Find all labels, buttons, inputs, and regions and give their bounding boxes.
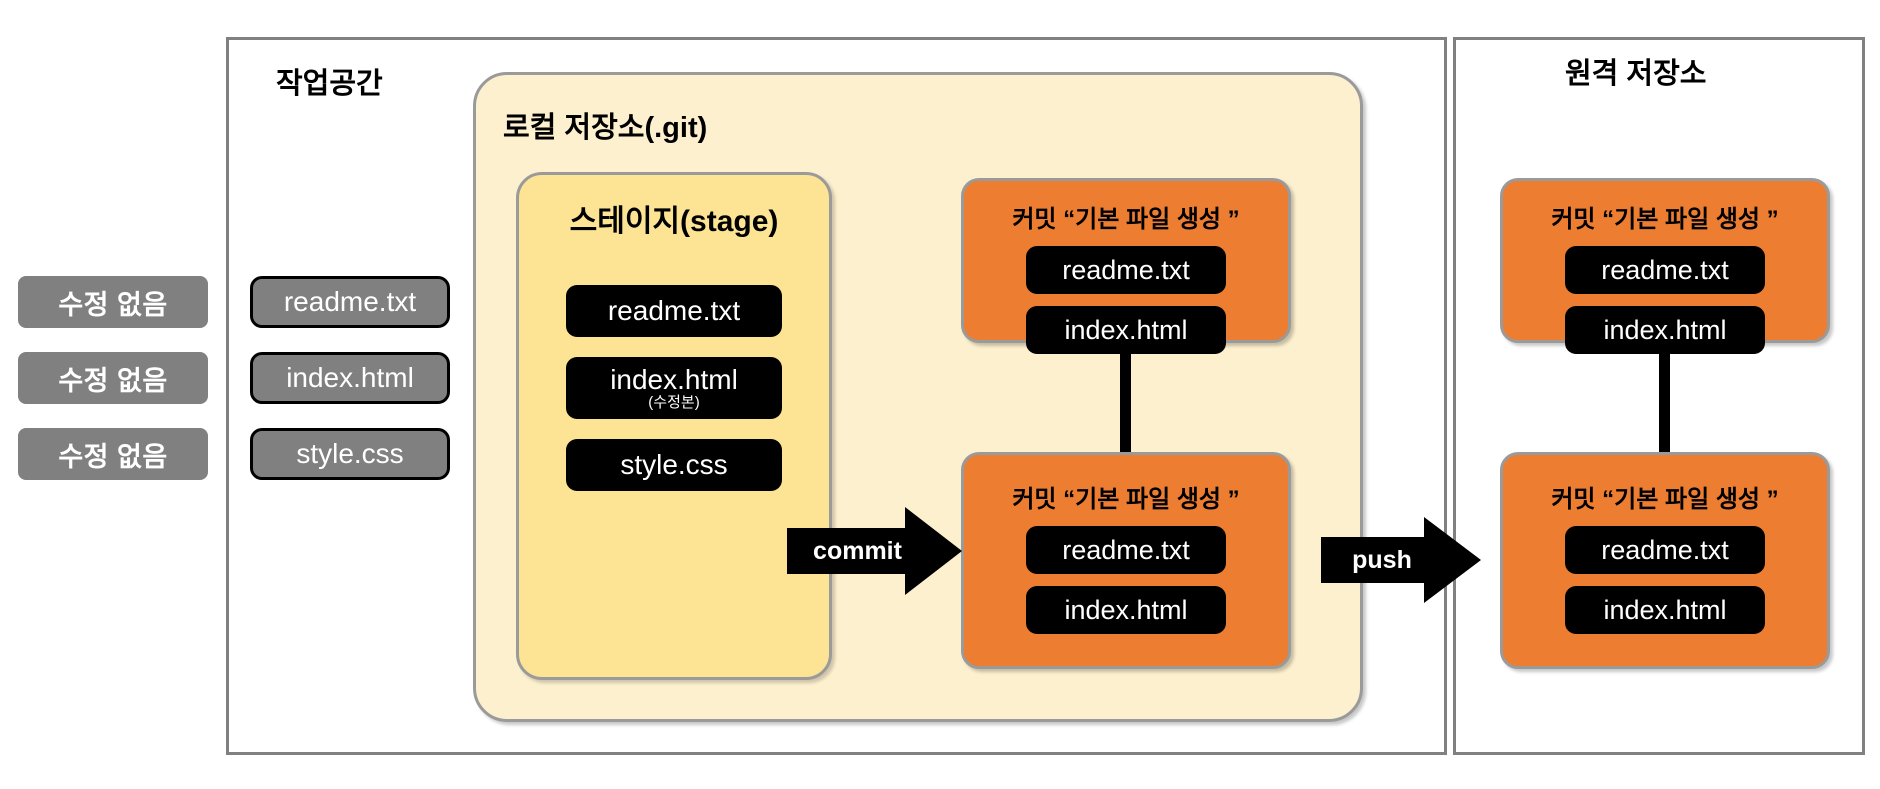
commit-title: 커밋 “기본 파일 생성 ” xyxy=(1012,206,1240,233)
stage-file-note: (수정본) xyxy=(648,394,700,412)
stage-file: style.css xyxy=(566,439,782,491)
status-badge: 수정 없음 xyxy=(18,276,208,328)
commit-file: index.html xyxy=(1026,306,1226,354)
workspace-file: style.css xyxy=(250,428,450,480)
push-arrow-icon xyxy=(1321,517,1481,603)
stage-file: index.html (수정본) xyxy=(566,357,782,419)
commit-file: readme.txt xyxy=(1026,246,1226,294)
remote-commit-card: 커밋 “기본 파일 생성 ” readme.txt index.html xyxy=(1500,452,1830,669)
stage-title: 스테이지(stage) xyxy=(569,205,779,238)
commit-file-list: readme.txt index.html xyxy=(964,526,1288,634)
commit-file: index.html xyxy=(1565,306,1765,354)
workspace-file: readme.txt xyxy=(250,276,450,328)
commit-file: readme.txt xyxy=(1565,526,1765,574)
commit-title: 커밋 “기본 파일 생성 ” xyxy=(1551,206,1779,233)
remote-repository-title: 원격 저장소 xyxy=(1565,58,1707,90)
stage-file: readme.txt xyxy=(566,285,782,337)
stage-file-name: style.css xyxy=(620,449,728,481)
local-commit-card: 커밋 “기본 파일 생성 ” readme.txt index.html xyxy=(961,178,1291,354)
commit-title: 커밋 “기본 파일 생성 ” xyxy=(1551,486,1779,513)
remote-commit-card: 커밋 “기본 파일 생성 ” readme.txt index.html xyxy=(1500,178,1830,354)
status-badge: 수정 없음 xyxy=(18,352,208,404)
commit-file: index.html xyxy=(1026,586,1226,634)
push-arrow: push xyxy=(1321,517,1481,603)
stage-file-name: index.html xyxy=(610,364,738,396)
commit-file-list: readme.txt index.html xyxy=(1503,246,1827,354)
commit-file-list: readme.txt index.html xyxy=(1503,526,1827,634)
workspace-title: 작업공간 xyxy=(276,68,383,100)
status-badge: 수정 없음 xyxy=(18,428,208,480)
status-label-column: 수정 없음 수정 없음 수정 없음 xyxy=(18,276,208,504)
commit-arrow: commit xyxy=(787,507,962,595)
commit-file: index.html xyxy=(1565,586,1765,634)
workspace-file: index.html xyxy=(250,352,450,404)
commit-title: 커밋 “기본 파일 생성 ” xyxy=(1012,486,1240,513)
commit-file-list: readme.txt index.html xyxy=(964,246,1288,354)
stage-region xyxy=(516,172,832,680)
commit-connector-line xyxy=(1659,343,1670,453)
local-commit-card: 커밋 “기본 파일 생성 ” readme.txt index.html xyxy=(961,452,1291,669)
commit-file: readme.txt xyxy=(1026,526,1226,574)
stage-file-name: readme.txt xyxy=(607,295,741,327)
local-repository-title: 로컬 저장소(.git) xyxy=(503,112,708,144)
commit-arrow-icon xyxy=(787,507,962,595)
commit-file: readme.txt xyxy=(1565,246,1765,294)
commit-connector-line xyxy=(1120,343,1131,453)
